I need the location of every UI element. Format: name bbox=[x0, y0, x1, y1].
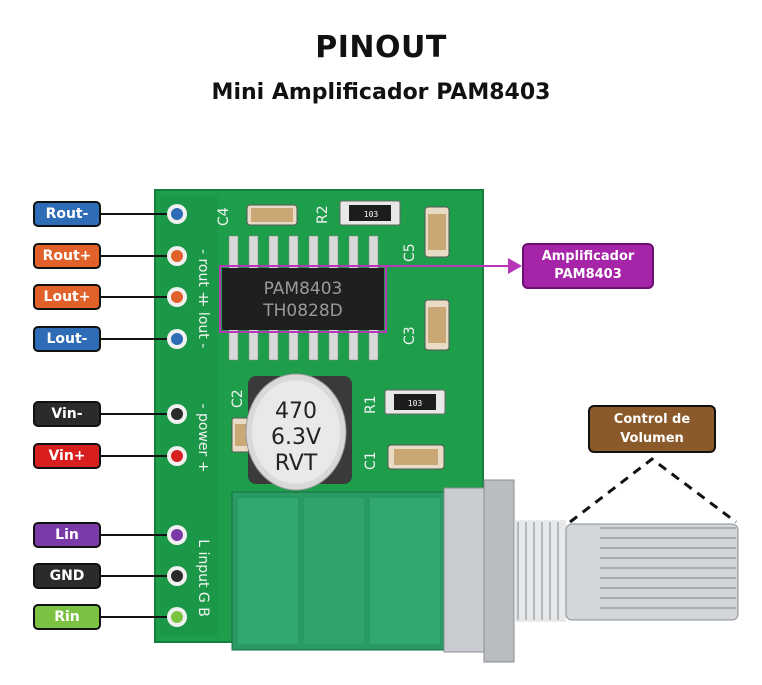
ic-pins bbox=[228, 235, 379, 361]
amp-pointer-arrow bbox=[508, 258, 522, 274]
amplifier-callout-line1: Amplificador bbox=[541, 249, 635, 264]
pin-label-gnd: GND bbox=[33, 563, 101, 589]
potentiometer-nut bbox=[483, 479, 515, 663]
amplifier-callout: Amplificador PAM8403 bbox=[522, 243, 654, 289]
pin-leader-lines bbox=[101, 213, 167, 618]
pin-label-lout-plus: Lout+ bbox=[33, 284, 101, 310]
ic-marking-2: TH0828D bbox=[262, 301, 343, 321]
silk-rout: - rout + bbox=[195, 249, 211, 303]
page-subtitle: Mini Amplificador PAM8403 bbox=[211, 80, 551, 105]
amplifier-callout-line2: PAM8403 bbox=[554, 267, 622, 282]
ic-highlight-outline bbox=[219, 265, 387, 333]
ref-r1: R1 bbox=[363, 395, 379, 414]
page-title: PINOUT bbox=[315, 30, 447, 65]
pin-label-vin-plus: Vin+ bbox=[33, 443, 101, 469]
pin-label-lout-minus: Lout- bbox=[33, 326, 101, 352]
volume-callout-line2: Volumen bbox=[620, 431, 684, 446]
pin-label-vin-minus: Vin- bbox=[33, 401, 101, 427]
volume-callout-line1: Control de bbox=[613, 412, 691, 427]
pin-label-rout-minus: Rout- bbox=[33, 201, 101, 227]
volume-callout: Control de Volumen bbox=[588, 405, 716, 453]
potentiometer-bracket bbox=[443, 487, 485, 653]
pin-label-lin: Lin bbox=[33, 522, 101, 548]
ref-c3: C3 bbox=[402, 326, 418, 345]
silk-input: L input G B bbox=[195, 539, 211, 617]
ref-r2: R2 bbox=[315, 205, 331, 224]
ref-c1: C1 bbox=[363, 451, 379, 470]
capacitor-text-3: RVT bbox=[275, 451, 318, 476]
capacitor-text-2: 6.3V bbox=[271, 425, 321, 450]
res-r1-code: 103 bbox=[408, 399, 423, 408]
shaft-knurl bbox=[600, 527, 736, 609]
capacitor-text-1: 470 bbox=[275, 399, 317, 424]
pin-label-rout-plus: Rout+ bbox=[33, 243, 101, 269]
pin-label-rin: Rin bbox=[33, 604, 101, 630]
ref-c2: C2 bbox=[230, 389, 246, 408]
ref-c5: C5 bbox=[402, 243, 418, 262]
silk-power: - power + bbox=[195, 404, 211, 473]
volume-pointer-dashes bbox=[569, 457, 737, 524]
silk-lout: + lout - bbox=[195, 296, 211, 349]
ref-c4: C4 bbox=[216, 207, 232, 226]
ic-marking-1: PAM8403 bbox=[264, 279, 343, 299]
res-r2-code: 103 bbox=[364, 210, 379, 219]
header-holes bbox=[167, 204, 187, 627]
ic-body bbox=[222, 268, 384, 330]
